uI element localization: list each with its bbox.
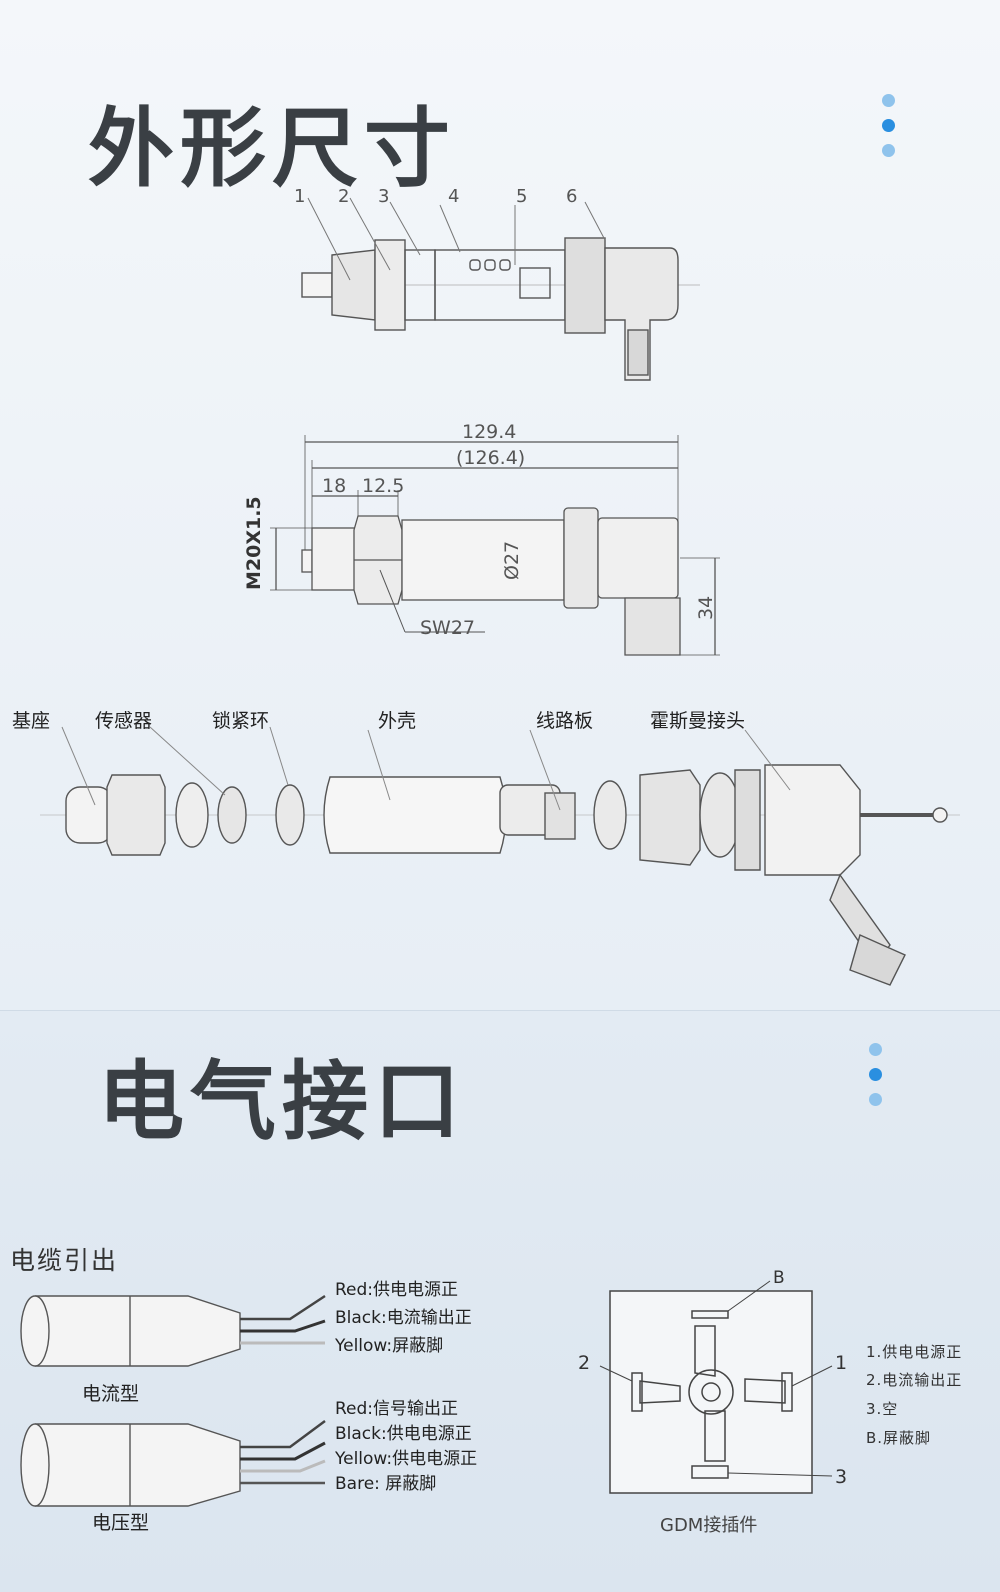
exploded-view: [40, 726, 960, 986]
part-label-circuit-board: 线路板: [536, 710, 594, 732]
dot-active: [869, 1068, 882, 1081]
dim-thread: M20X1.5: [243, 496, 265, 590]
gdm-legend-b: B.屏蔽脚: [866, 1429, 932, 1447]
wire-voltage-yellow: Yellow:供电电源正: [335, 1449, 478, 1469]
gdm-pin-2: 2: [578, 1352, 590, 1374]
dim-34: 34: [695, 596, 717, 620]
gdm-legend-2: 2.电流输出正: [866, 1371, 963, 1389]
dot: [869, 1093, 882, 1106]
cable-title: 电缆引出: [10, 1246, 119, 1275]
callout-5: 5: [516, 186, 527, 207]
dot: [869, 1043, 882, 1056]
wire-current-red: Red:供电电源正: [335, 1280, 459, 1300]
section-title-electrical: 电气接口: [98, 1052, 466, 1152]
dots-indicator: [882, 94, 896, 169]
cable-diagram: [20, 1294, 326, 1507]
dots-indicator: [869, 1043, 883, 1118]
dim-126-4: (126.4): [456, 447, 525, 469]
dim-12-5: 12.5: [362, 475, 404, 497]
wire-current-yellow: Yellow:屏蔽脚: [335, 1336, 444, 1356]
gdm-pin-3: 3: [835, 1466, 847, 1488]
wire-voltage-black: Black:供电电源正: [335, 1424, 472, 1444]
callout-4: 4: [448, 186, 459, 207]
dot-active: [882, 119, 895, 132]
dot: [882, 94, 895, 107]
callout-6: 6: [566, 186, 577, 207]
current-type-label: 电流型: [82, 1383, 140, 1405]
part-label-housing: 外壳: [378, 710, 417, 732]
part-label-hirschmann: 霍斯曼接头: [650, 710, 746, 732]
dimensions-section: 外形尺寸 1: [0, 0, 1000, 1010]
dimension-drawing: 129.4 (126.4) 18 12.5 SW27 M20X1.5 Ø27 3…: [243, 421, 720, 656]
wire-voltage-red: Red:信号输出正: [335, 1399, 459, 1419]
part-label-lock-ring: 锁紧环: [212, 710, 270, 732]
dim-diameter: Ø27: [501, 541, 523, 580]
callout-2: 2: [338, 186, 349, 207]
gdm-legend-3: 3.空: [866, 1400, 899, 1418]
dim-18: 18: [322, 475, 346, 497]
electrical-section: 电气接口 电缆引出 Red:供电电源正 Black:电流输出正 Yellow:屏…: [0, 1010, 1000, 1592]
callout-1: 1: [294, 186, 305, 207]
cross-section-drawing: 1 2 3 4 5 6: [294, 186, 700, 381]
dot: [882, 144, 895, 157]
callout-3: 3: [378, 186, 389, 207]
gdm-pin-b: B: [773, 1268, 785, 1288]
part-label-sensor: 传感器: [95, 710, 153, 732]
section-title-dimensions: 外形尺寸: [88, 99, 456, 199]
gdm-label: GDM接插件: [660, 1515, 758, 1536]
part-label-base: 基座: [12, 710, 51, 732]
wire-current-black: Black:电流输出正: [335, 1308, 472, 1328]
voltage-type-label: 电压型: [92, 1512, 150, 1534]
gdm-pin-1: 1: [835, 1352, 847, 1374]
gdm-legend-1: 1.供电电源正: [866, 1343, 963, 1361]
dim-sw27: SW27: [420, 617, 475, 639]
wire-voltage-bare: Bare: 屏蔽脚: [335, 1474, 437, 1494]
dim-129-4: 129.4: [462, 421, 516, 443]
gdm-connector-diagram: B 2 1 3: [578, 1268, 847, 1494]
